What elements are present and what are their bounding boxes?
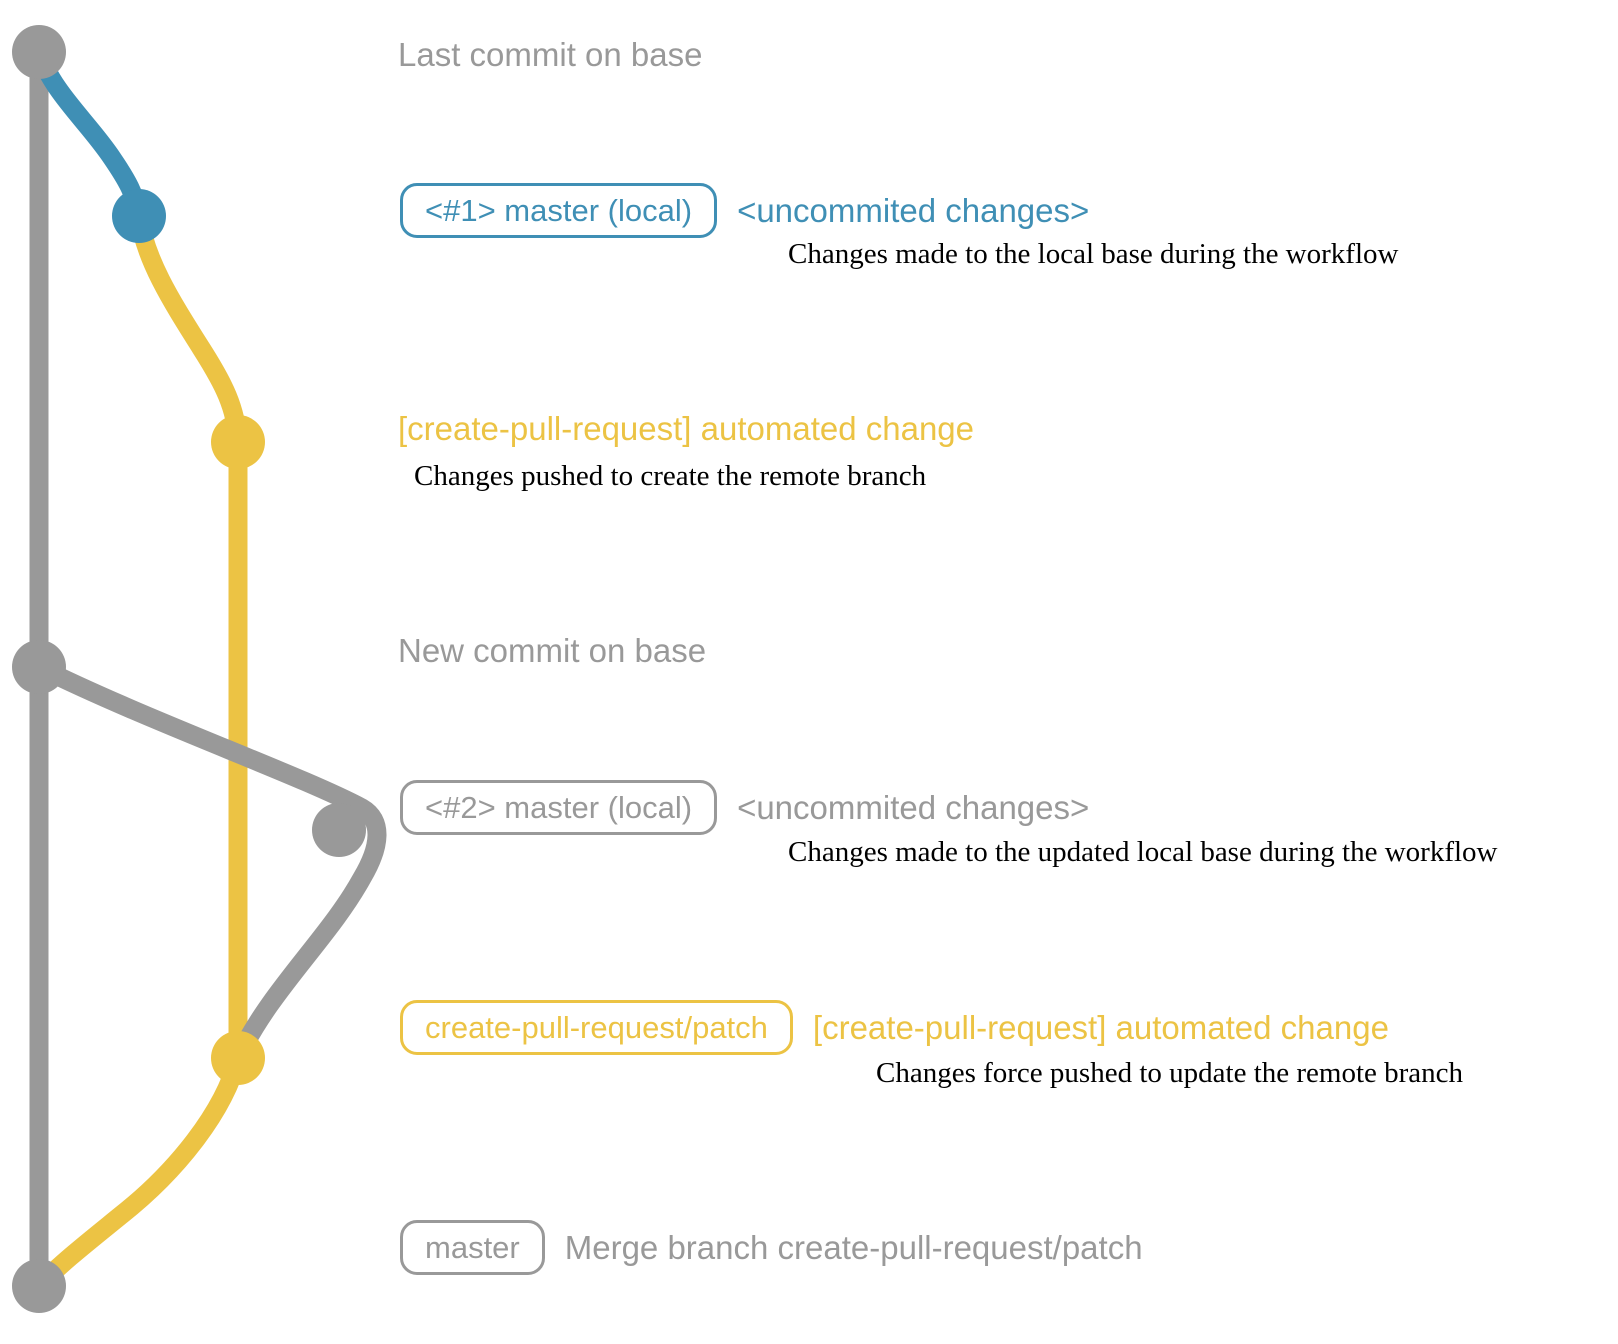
annotation-last-commit-on-base: Last commit on base xyxy=(398,36,702,74)
annotation-workflow-2: <#2> master (local) <uncommited changes> xyxy=(400,780,1089,835)
description-workflow-2: Changes made to the updated local base d… xyxy=(788,836,1498,868)
commit-message-uncommited-2: <uncommited changes> xyxy=(737,788,1090,826)
commit-message-merge: Merge branch create-pull-request/patch xyxy=(564,1228,1143,1266)
updated-local-branch-curve xyxy=(29,657,387,1068)
commit-message-automated-change-1: [create-pull-request] automated change xyxy=(398,410,975,447)
new-commit-label: New commit on base xyxy=(398,632,707,669)
branch-badge-master-local-2: <#2> master (local) xyxy=(400,780,718,835)
commit-message-automated-change-2: [create-pull-request] automated change xyxy=(812,1008,1389,1046)
remote-branch-curve-top xyxy=(129,206,248,452)
annotation-push-2: create-pull-request/patch [create-pull-r… xyxy=(400,1000,1389,1055)
branch-badge-master-local-1: <#1> master (local) xyxy=(400,183,718,238)
annotation-new-commit-on-base: New commit on base xyxy=(398,632,706,670)
commit-dot-local-2 xyxy=(312,803,366,857)
description-workflow-1: Changes made to the local base during th… xyxy=(788,238,1399,270)
commit-message-uncommited-1: <uncommited changes> xyxy=(737,191,1090,229)
last-commit-label: Last commit on base xyxy=(398,36,703,73)
commit-dot-remote-push-2 xyxy=(211,1031,265,1085)
annotation-merge: master Merge branch create-pull-request/… xyxy=(400,1220,1143,1275)
commit-dot-local-1 xyxy=(112,189,166,243)
annotation-workflow-1: <#1> master (local) <uncommited changes> xyxy=(400,183,1089,238)
commit-dot-last-base xyxy=(12,25,66,79)
description-push-1: Changes pushed to create the remote bran… xyxy=(414,460,927,492)
branch-badge-create-pull-request-patch: create-pull-request/patch xyxy=(400,1000,793,1055)
merge-branch-curve-bottom xyxy=(29,1048,248,1296)
git-graph xyxy=(12,25,387,1313)
description-push-2: Changes force pushed to update the remot… xyxy=(876,1057,1464,1089)
commit-dot-new-base xyxy=(12,640,66,694)
commit-dot-remote-push-1 xyxy=(211,415,265,469)
annotation-push-1: [create-pull-request] automated change xyxy=(398,410,974,448)
commit-dot-merge xyxy=(12,1259,66,1313)
local-branch-curve-1 xyxy=(29,42,149,226)
branch-badge-master: master xyxy=(400,1220,545,1275)
